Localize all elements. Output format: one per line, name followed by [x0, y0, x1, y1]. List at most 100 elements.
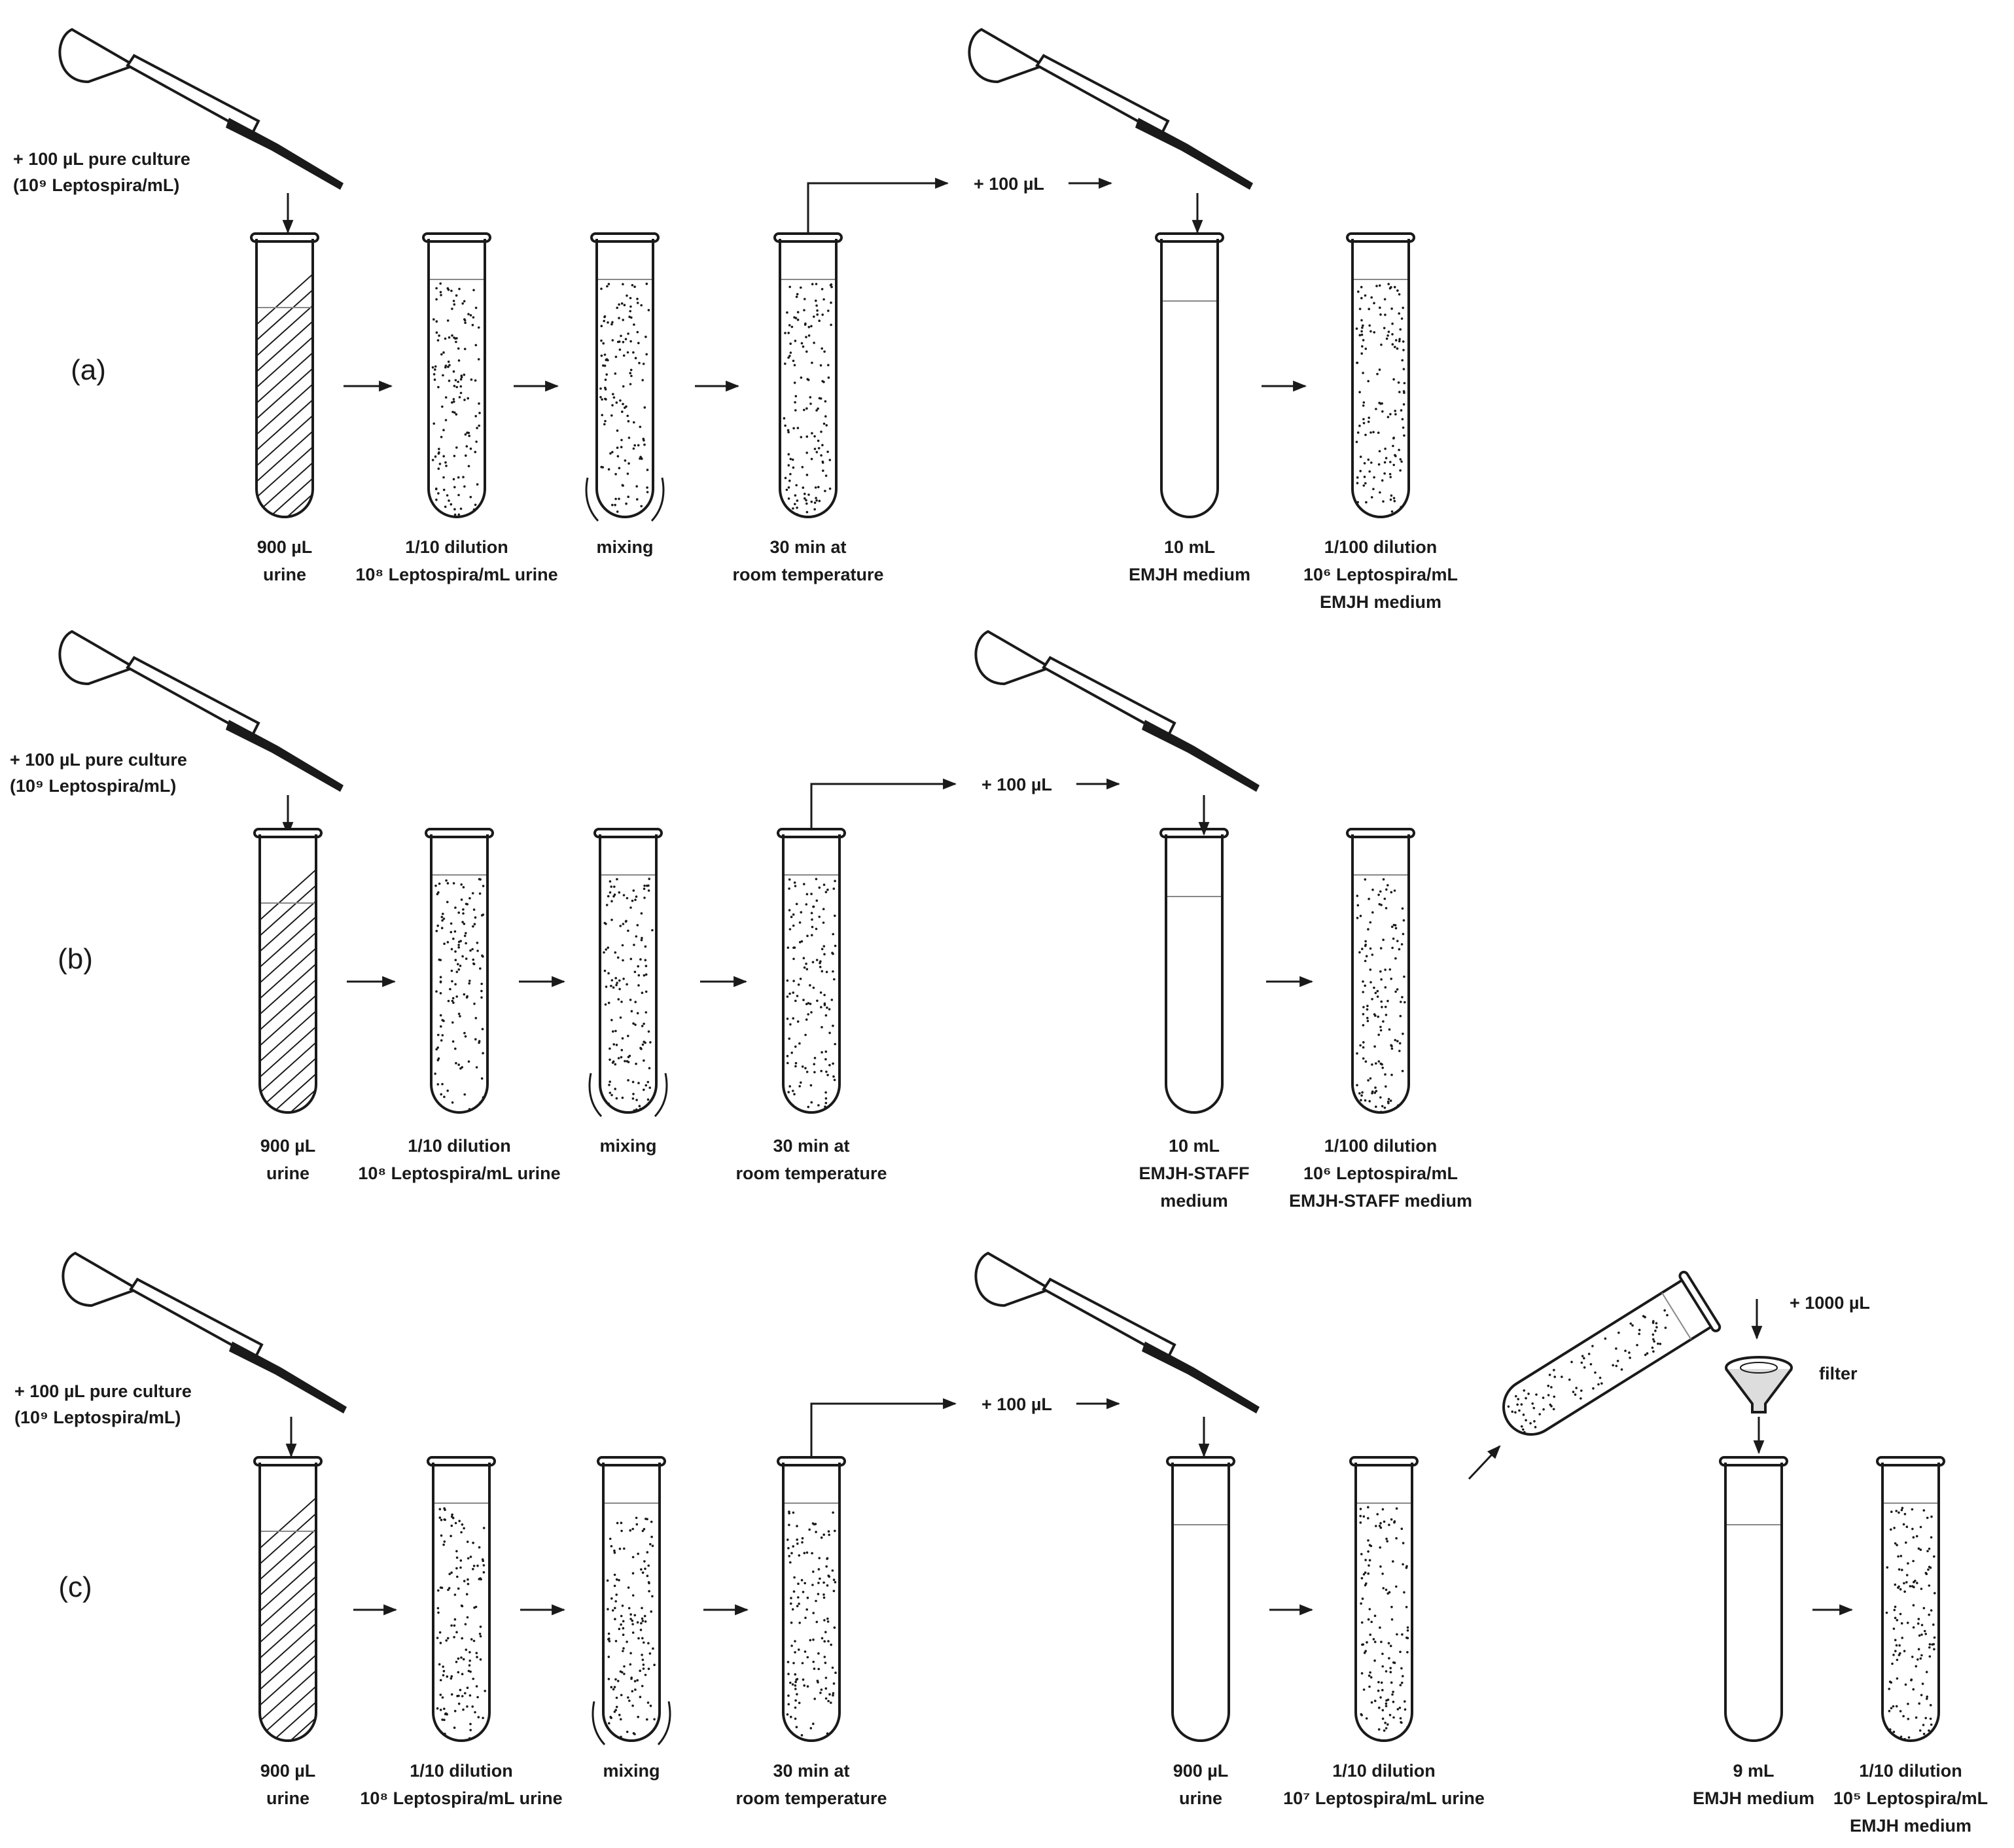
pipette-tip: [226, 720, 344, 792]
mixing-mark-right: [654, 1073, 668, 1118]
pipette-bulb: [974, 1251, 1053, 1307]
test-tube: [1166, 1456, 1235, 1742]
pipette-bulb: [968, 27, 1047, 84]
row-label: (b): [58, 943, 93, 975]
row-label: (c): [58, 1571, 92, 1603]
bacteria-dots: [1356, 878, 1406, 1112]
tilted-tube: [1502, 1270, 1722, 1436]
tube-rim: [1876, 1456, 1945, 1466]
test-tube: [427, 1456, 496, 1742]
tube-rim: [1346, 828, 1415, 838]
test-tube: [1719, 1456, 1788, 1742]
pipette-bulb: [58, 630, 137, 686]
transfer-arrow: [810, 778, 957, 828]
test-tube: [1159, 828, 1229, 1114]
test-tube: [422, 232, 491, 518]
test-tube: [592, 1456, 671, 1746]
test-tube: [777, 828, 846, 1114]
transfer-arrow: [810, 1398, 957, 1456]
tube-rim: [250, 232, 319, 243]
pipette-tip: [1135, 118, 1253, 190]
filter-volume-label: + 1000 µL: [1790, 1293, 1870, 1313]
pipette-barrel: [129, 1277, 264, 1360]
tube-rim: [590, 232, 660, 243]
bacteria-dots: [783, 283, 833, 516]
pipette-icon: [974, 630, 1260, 836]
test-tube: [773, 232, 843, 518]
transfer-volume-label: + 100 µL: [981, 775, 1052, 794]
pipette-barrel: [1042, 656, 1176, 738]
pipette-bulb: [974, 630, 1053, 686]
tube-rim: [422, 232, 491, 243]
pipette-tip: [1142, 1342, 1260, 1413]
pipette-icon: [58, 630, 344, 836]
tube-rim: [1719, 1456, 1788, 1466]
test-tube: [1876, 1456, 1945, 1742]
tube-rim: [1155, 232, 1224, 243]
tube-rim: [777, 1456, 846, 1466]
test-tube: [1349, 1456, 1419, 1742]
tube-rim: [777, 828, 846, 838]
transfer-volume-label: + 100 µL: [974, 174, 1044, 194]
tube-caption: mixing: [596, 537, 653, 557]
pipette-bulb: [58, 27, 137, 84]
mixing-mark-left: [585, 477, 599, 522]
tube-rim: [427, 1456, 496, 1466]
bacteria-dots: [434, 878, 485, 1111]
pipette-icon: [62, 1251, 347, 1458]
bacteria-dots: [606, 1516, 656, 1738]
pipette-tip: [229, 1342, 347, 1413]
test-tube: [777, 1456, 846, 1742]
filter-label: filter: [1819, 1364, 1858, 1383]
test-tube: [588, 828, 668, 1118]
pipette-tip: [226, 118, 344, 190]
row-label: (a): [71, 354, 106, 386]
tube-rim: [425, 828, 494, 838]
test-tube: [253, 1456, 323, 1742]
tube-caption: mixing: [599, 1136, 656, 1156]
transfer-volume-label: + 100 µL: [981, 1395, 1052, 1414]
bacteria-dots: [1885, 1506, 1936, 1741]
bacteria-dots: [431, 282, 481, 516]
bacteria-dots: [786, 878, 837, 1112]
bacteria-dots: [436, 1507, 486, 1741]
mixing-mark-left: [588, 1073, 603, 1118]
mixing-mark-right: [657, 1701, 671, 1746]
bacteria-dots: [786, 1510, 837, 1739]
flow-arrow: [1468, 1445, 1501, 1480]
transfer-arrow: [807, 177, 949, 232]
test-tube: [1155, 232, 1224, 518]
tube-rim: [1166, 1456, 1235, 1466]
pipette-barrel: [1035, 54, 1170, 136]
pipette-bulb: [62, 1251, 141, 1307]
pipette-icon: [974, 1251, 1260, 1458]
tube-rim: [593, 828, 663, 838]
pipette-icon: [968, 27, 1253, 234]
tube-rim: [253, 1456, 323, 1466]
pipette-barrel: [126, 54, 260, 136]
tube-caption: mixing: [603, 1761, 660, 1781]
test-tube: [425, 828, 494, 1114]
pipette-tip: [1142, 720, 1260, 792]
filter-funnel-icon: [1725, 1356, 1793, 1413]
pure-culture-label: + 100 µL pure culture(10⁹ Leptospira/mL): [10, 750, 187, 796]
pipette-barrel: [1042, 1277, 1176, 1360]
mixing-mark-left: [592, 1701, 606, 1746]
pipette-icon: [58, 27, 344, 234]
bacteria-dots: [1355, 283, 1406, 513]
tube-rim: [597, 1456, 666, 1466]
bacteria-dots: [1359, 1506, 1409, 1741]
